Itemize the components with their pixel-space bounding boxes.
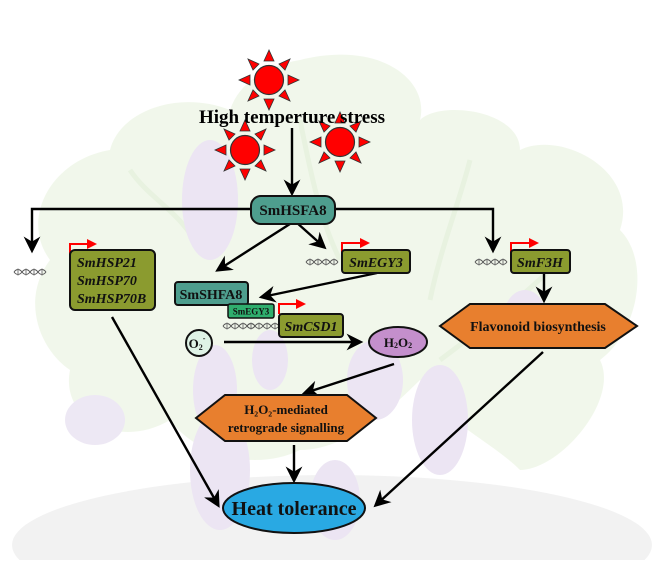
smegy3-protein-label: SmEGY3 [233, 307, 270, 317]
smshfa8-node: SmSHFA8 [174, 281, 249, 306]
arrow-hsfa8-to-egy3 [295, 221, 327, 250]
arrow-hsfa8-to-hsp [23, 207, 250, 254]
smhsfa8-node: SmHSFA8 [250, 195, 336, 225]
smegy3-gene-node: SmEGY3 [305, 238, 411, 274]
smcsd1-gene-label: SmCSD1 [285, 320, 338, 335]
hsp-gene-label: SmHSP21 [77, 256, 137, 271]
smf3h-gene-node: SmF3H [474, 238, 571, 274]
arrow-egy3-to-shfa8 [258, 271, 378, 303]
heat-tolerance-label: Heat tolerance [232, 498, 357, 520]
dna-icon [13, 268, 47, 276]
flavonoid-biosynthesis-node: Flavonoid biosynthesis [438, 303, 639, 349]
retrograde-label-line1: H₂O₂-mediated [244, 402, 328, 417]
smhsfa8-label: SmHSFA8 [259, 203, 326, 219]
superoxide-label: O2- [189, 334, 206, 352]
arrow-hsfa8-to-f3h [336, 207, 502, 254]
arrow-h2o2-to-retrograde [301, 362, 395, 397]
smegy3-gene-label: SmEGY3 [349, 256, 403, 271]
superoxide-node: O2- [185, 329, 213, 357]
hsp-gene-label: SmHSP70B [77, 292, 146, 307]
smegy3-protein-node: SmEGY3 [227, 303, 275, 319]
arrow-flavonoid-to-heat [373, 351, 544, 508]
smshfa8-label: SmSHFA8 [180, 288, 243, 303]
arrow-hsp-to-heat [110, 316, 220, 508]
smcsd1-gene-node: SmCSD1 [222, 299, 344, 338]
retrograde-label-line2: retrograde signalling [228, 420, 345, 435]
hsp-gene-label: SmHSP70 [77, 274, 137, 289]
smf3h-gene-label: SmF3H [517, 256, 564, 271]
hsp-genes-node: SmHSP21 SmHSP70 SmHSP70B [13, 239, 156, 311]
retrograde-signalling-node: H₂O₂-mediated retrograde signalling [194, 394, 378, 442]
h2o2-label: H2O2 [384, 335, 412, 350]
sun-icon [214, 119, 276, 181]
arrow-hsfa8-to-shfa8 [215, 220, 294, 272]
flavonoid-label: Flavonoid biosynthesis [470, 320, 606, 335]
connectors [23, 128, 553, 508]
promoter-arrow-icon [278, 299, 306, 314]
stress-title: High temperture stress [199, 107, 385, 128]
sun-icon [238, 49, 300, 111]
heat-tolerance-node: Heat tolerance [222, 482, 366, 534]
h2o2-node: H2O2 [368, 326, 428, 358]
